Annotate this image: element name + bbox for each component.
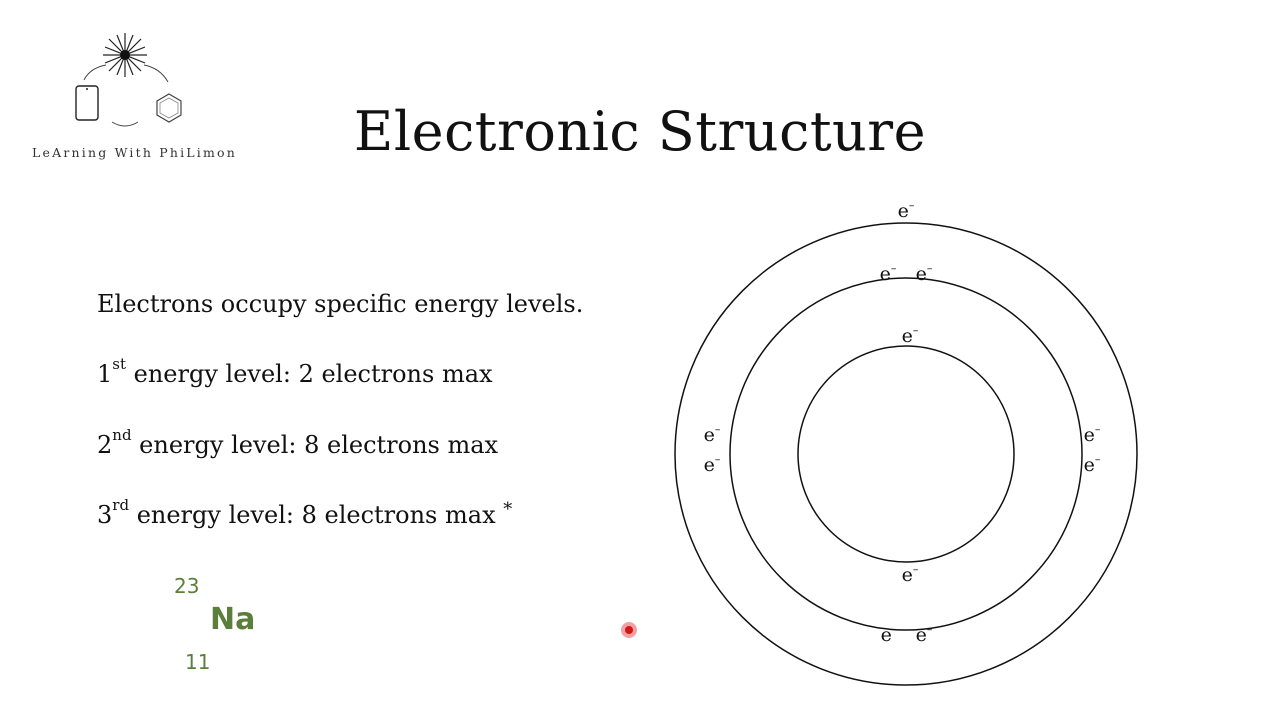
shell-3-ring [674,222,1138,686]
shell-1-electron: e– [902,563,919,586]
logo-text: LeArning With PhiLimon [32,145,238,160]
ordinal-suffix: st [112,355,127,373]
energy-level-3-line: 3rd energy level: 8 electrons max * [97,498,513,530]
ordinal-number: 2 [97,431,113,459]
shell-1-electron: e– [902,324,919,347]
energy-level-1-line: 1st energy level: 2 electrons max [97,357,493,389]
ordinal-number: 3 [97,501,113,529]
element-notation: 23 Na 11 [170,570,290,680]
mass-number: 23 [174,574,200,598]
atomic-number: 11 [185,650,211,674]
footnote-asterisk: * [503,499,513,520]
line-text: Electrons occupy specific energy levels. [97,290,584,318]
bohr-diagram: e– e– e– e– e– e– e– e– e– e– e– [674,199,1138,686]
energy-level-2-line: 2nd energy level: 8 electrons max [97,428,499,460]
shell-2-electron: e– [881,623,898,646]
shell-2-ring [729,277,1083,631]
ordinal-number: 1 [97,360,113,388]
shell-2-electron: e– [704,423,721,446]
line-text: energy level: 2 electrons max [126,360,493,388]
element-symbol: Na [210,602,256,637]
ordinal-suffix: nd [112,426,132,444]
line-text: energy level: 8 electrons max [129,501,496,529]
ordinal-suffix: rd [112,496,130,514]
shell-2-electron: e– [916,262,933,285]
shell-2-electron: e– [704,453,721,476]
hexagon-icon [156,93,182,123]
logo-graphic [75,33,182,127]
shell-2-electron: e– [880,262,897,285]
logo: LeArning With PhiLimon [28,30,235,170]
shell-2-electron: e– [1084,453,1101,476]
shell-2-electron: e– [916,623,933,646]
page-title: Electronic Structure [353,100,927,163]
phone-icon [75,85,99,121]
intro-line: Electrons occupy specific energy levels. [97,290,583,318]
shell-2-electron: e– [1084,423,1101,446]
pointer-cursor [621,622,637,638]
shell-1-ring [797,345,1015,563]
line-text: energy level: 8 electrons max [131,431,499,459]
shell-3-electron: e– [898,199,915,222]
